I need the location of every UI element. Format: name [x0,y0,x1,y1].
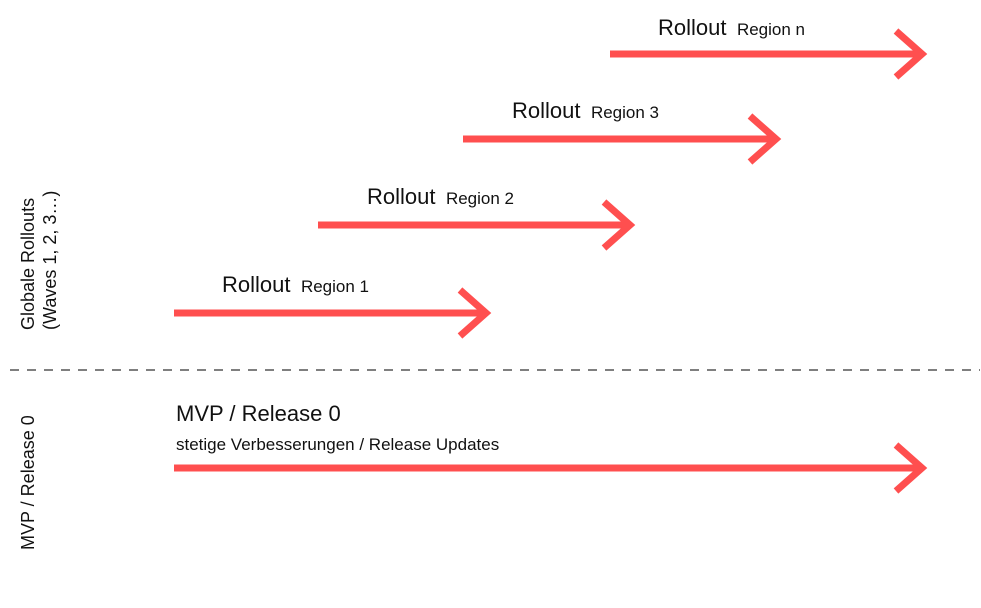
rollout-region-1-main: Rollout [222,272,290,297]
rollout-region-1-arrow-head [457,287,492,339]
rollout-region-2-sub: Region 2 [446,189,514,208]
rollout-region-n-label: Rollout Region n [658,15,805,40]
rollout-region-n: Rollout Region n [610,15,928,80]
section-label-global-rollouts-line2: (Waves 1, 2, 3…) [40,191,60,330]
rollout-region-n-sub: Region n [737,20,805,39]
rollout-region-3-arrow-head [747,113,782,165]
section-label-mvp-release: MVP / Release 0 [18,415,38,550]
rollout-region-2-label: Rollout Region 2 [367,184,514,209]
mvp-arrow-head [893,442,928,494]
rollout-region-2: Rollout Region 2 [318,184,636,251]
rollout-region-3-sub: Region 3 [591,103,659,122]
mvp-release: MVP / Release 0 stetige Verbesserungen /… [174,401,928,494]
rollout-region-1-label: Rollout Region 1 [222,272,369,297]
rollout-region-3-main: Rollout [512,98,580,123]
rollout-region-3: Rollout Region 3 [463,98,782,165]
mvp-title: MVP / Release 0 [176,401,341,426]
rollout-region-1-sub: Region 1 [301,277,369,296]
rollout-region-n-arrow-head [893,28,928,80]
rollout-region-n-main: Rollout [658,15,726,40]
rollout-region-3-label: Rollout Region 3 [512,98,659,123]
mvp-subtitle: stetige Verbesserungen / Release Updates [176,435,499,454]
section-label-global-rollouts-line1: Globale Rollouts [18,198,38,330]
rollout-region-1: Rollout Region 1 [174,272,492,339]
rollout-region-2-main: Rollout [367,184,435,209]
rollout-region-2-arrow-head [601,199,636,251]
